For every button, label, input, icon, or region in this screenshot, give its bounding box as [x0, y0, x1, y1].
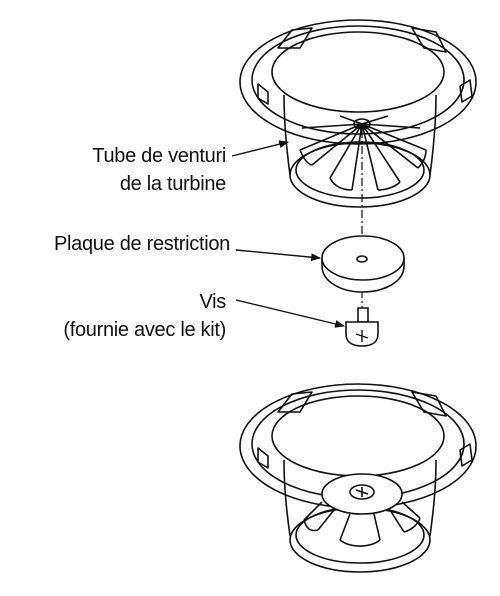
venturi-label-line2: de la turbine [119, 173, 226, 195]
top-turbine-housing [239, 19, 477, 208]
screw [345, 307, 379, 347]
screw-leader-arrow [235, 299, 345, 328]
venturi-label-line1: Tube de venturi [92, 145, 226, 167]
restriction-plate-label: Plaque de restriction [53, 233, 230, 255]
plate-leader-arrow [235, 249, 321, 262]
bottom-turbine-assembled [239, 383, 477, 573]
restriction-plate [321, 235, 405, 293]
screw-label-line1: Vis [199, 291, 226, 313]
venturi-leader-arrow [231, 140, 289, 157]
screw-label-line2: (fournie avec le kit) [63, 319, 226, 341]
